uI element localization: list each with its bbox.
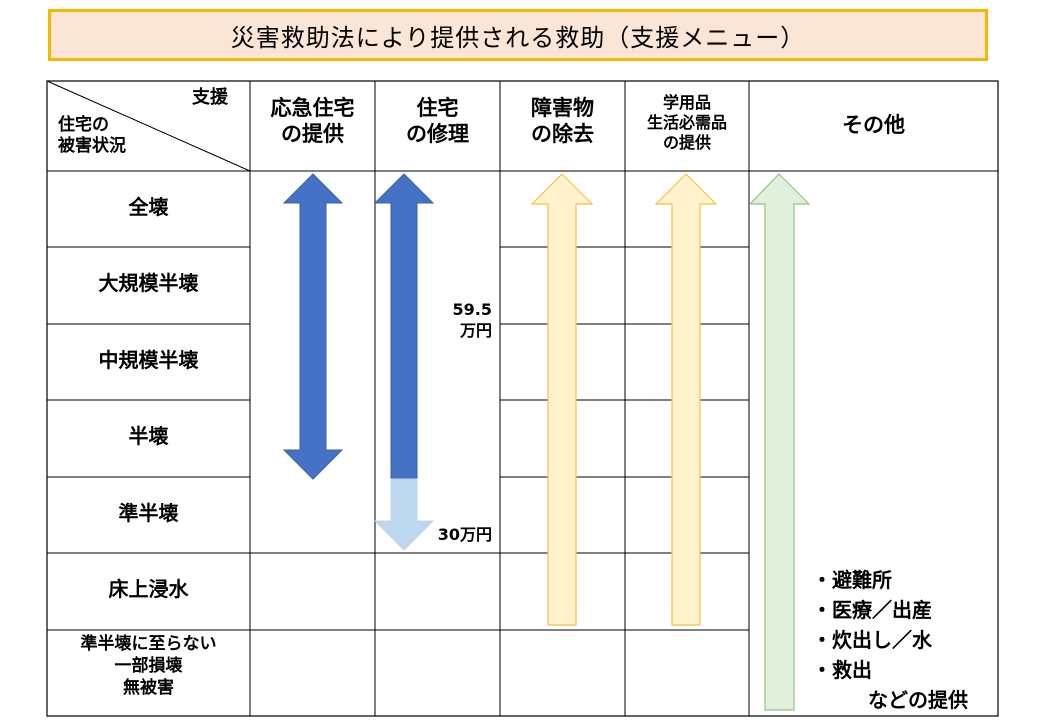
row-label-medium-half: 中規模半壊 <box>98 348 199 372</box>
col-header-repair: 住宅の修理 <box>406 96 469 147</box>
col-header-temporary-housing: 応急住宅の提供 <box>270 96 355 147</box>
col-header-debris: 障害物の除去 <box>531 96 594 147</box>
col-header-supplies: 学用品生活必需品の提供 <box>646 93 727 152</box>
row-label-floor-flood: 床上浸水 <box>108 577 189 601</box>
repair-arrow-lower <box>373 478 435 551</box>
corner-diagonal <box>46 80 251 172</box>
corner-support-label: 支援 <box>192 87 228 108</box>
repair-arrow-upper <box>373 173 435 480</box>
supplies-arrow <box>654 173 718 626</box>
debris-removal-arrow <box>530 173 594 626</box>
list-item: ・避難所 <box>812 568 892 592</box>
table-border <box>46 80 999 717</box>
corner-damage-label: 住宅の 被害状況 <box>58 115 126 157</box>
list-item: などの提供 <box>868 688 968 712</box>
row-label-large-half: 大規模半壊 <box>98 271 199 295</box>
row-label-minor: 準半壊に至らない一部損壊無被害 <box>80 634 217 699</box>
row-label-semi-half: 準半壊 <box>118 501 179 525</box>
other-arrow <box>748 173 811 711</box>
temporary-housing-arrow <box>282 173 344 480</box>
row-label-total-collapse: 全壊 <box>128 195 169 219</box>
list-item: ・医療／出産 <box>812 598 932 622</box>
list-item: ・救出 <box>812 658 872 682</box>
title-banner: 災害救助法により提供される救助（支援メニュー） <box>48 9 988 61</box>
row-label-half: 半壊 <box>128 424 169 448</box>
col-header-other: その他 <box>842 113 905 137</box>
repair-amount-lower: 30万円 <box>437 525 492 544</box>
page-title: 災害救助法により提供される救助（支援メニュー） <box>230 23 806 52</box>
list-item: ・炊出し／水 <box>812 628 932 652</box>
other-support-list: ・避難所 ・医療／出産 ・炊出し／水 ・救出 などの提供 <box>812 565 968 715</box>
